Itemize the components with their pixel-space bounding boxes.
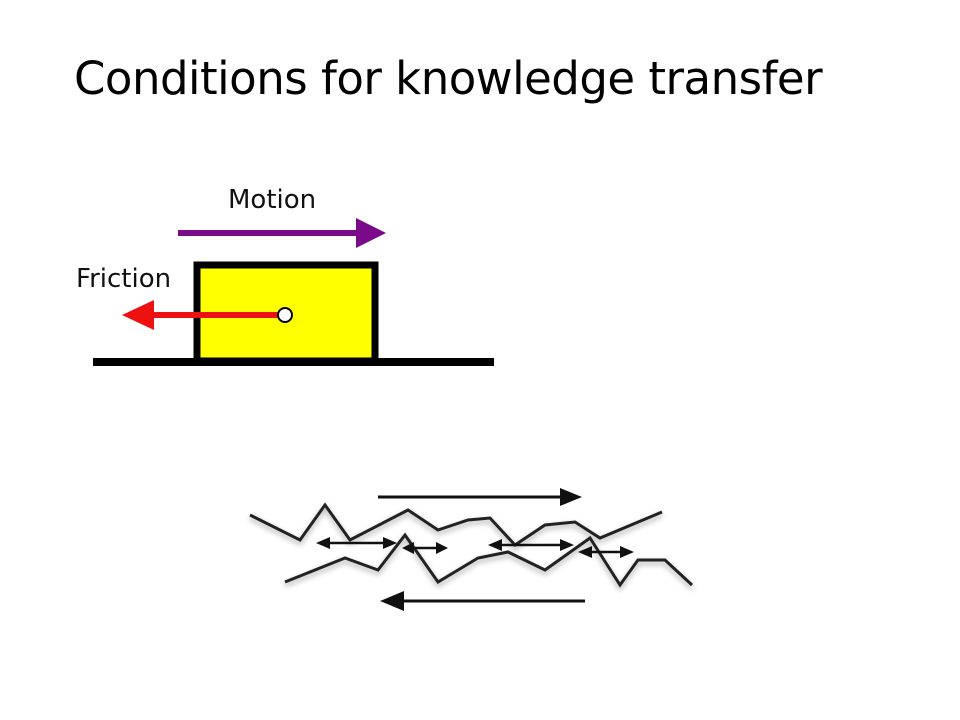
upper-surface-arrow [378, 488, 582, 506]
motion-label: Motion [228, 185, 317, 215]
friction-label: Friction [76, 264, 172, 294]
interlock-arrow [402, 542, 448, 554]
slide-title: Conditions for knowledge transfer [74, 52, 823, 105]
upper-rough-surface [249, 502, 663, 547]
lower-surface-arrow [380, 591, 585, 611]
contact-point [277, 307, 293, 323]
friction-arrow [122, 300, 280, 330]
interlock-arrow [488, 539, 574, 551]
block-diagram [93, 218, 494, 366]
interlock-arrow [316, 537, 397, 549]
interlock-arrow [578, 546, 634, 558]
rough-surfaces-diagram [249, 488, 694, 611]
lower-rough-surface [284, 532, 694, 588]
motion-arrow [178, 218, 386, 248]
